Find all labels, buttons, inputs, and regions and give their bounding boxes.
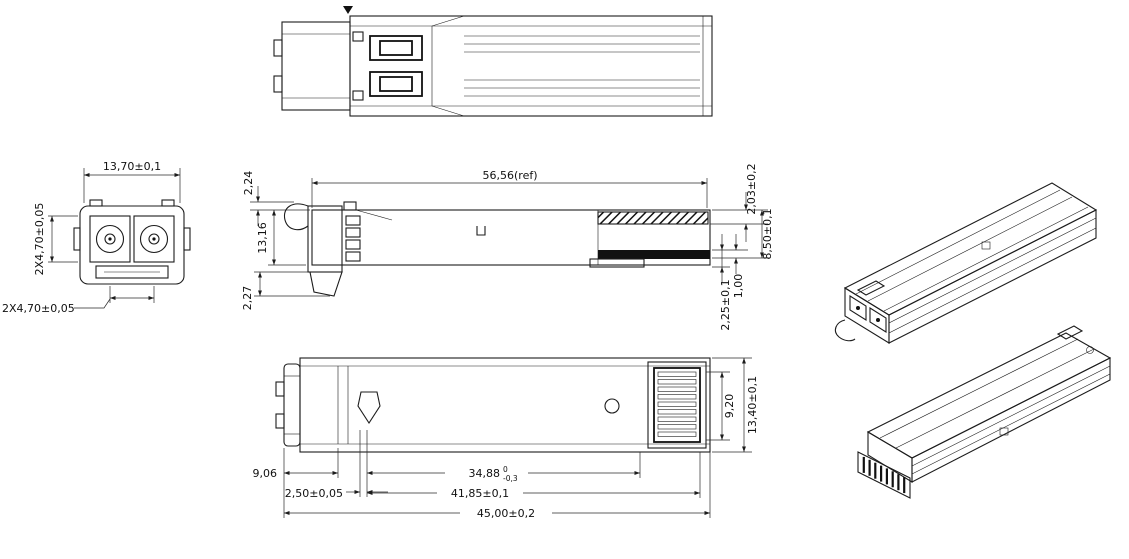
dim-bottom-body-width: 13,40±0,1: [746, 376, 759, 434]
dim-overall-length: 45,00±0,2: [477, 507, 535, 520]
dim-bail-offset: 2,24: [242, 171, 255, 196]
iso-view-rear: [857, 325, 1112, 499]
dim-card-edge-tol-lower: -0,3: [503, 474, 518, 483]
bottom-view-dimensions: 9,06 2,50±0,05 34,88 0 -0,3 41,85±0,1 45…: [253, 357, 759, 520]
label-hatch-area: [597, 211, 709, 225]
dim-latch-depth: 2,27: [241, 286, 254, 311]
dim-latch-offset: 2,50±0,05: [285, 487, 343, 500]
latch-feature: [357, 391, 381, 425]
orientation-mark-icon: [981, 241, 991, 250]
dim-label-recess: 2,03±0,2: [745, 163, 758, 214]
dim-front-pitch-horizontal: 2X4,70±0,05: [2, 302, 75, 315]
dim-front-width: 13,70±0,1: [103, 160, 161, 173]
front-view-dimensions: 13,70±0,1 2X4,70±0,05 2X4,70±0,05: [2, 160, 181, 315]
iso-front-lc-ports: [849, 295, 887, 333]
top-view: [273, 6, 713, 117]
dim-overall-length-ref: 56,56(ref): [483, 169, 538, 182]
top-view-port-windows: [369, 35, 423, 97]
datum-arrow-icon: [343, 6, 353, 14]
side-view-dimensions: 56,56(ref) 2,24 13,16 2,27 2,03±0,2 8,50…: [241, 163, 774, 330]
dim-card-edge-length: 34,88: [469, 467, 501, 480]
dim-body-length: 41,85±0,1: [451, 487, 509, 500]
bottom-view: [275, 357, 711, 453]
side-view: [283, 201, 711, 297]
dim-shell-height: 8,50±0,1: [761, 208, 774, 259]
iso-view-front: [834, 182, 1098, 344]
dim-tab-height: 2,25±0,1: [719, 279, 732, 330]
iso-gold-fingers: [857, 451, 911, 499]
front-view: [73, 199, 191, 285]
dim-pad-height: 1,00: [732, 274, 745, 299]
orientation-mark-icon: [999, 427, 1009, 436]
dim-body-height: 13,16: [256, 222, 269, 254]
orientation-mark-icon: [476, 226, 486, 236]
dim-front-pitch-vertical: 2X4,70±0,05: [33, 203, 46, 276]
dim-connector-width: 9,20: [723, 394, 736, 419]
bail-latch: [834, 319, 856, 342]
dim-nose-length: 9,06: [253, 467, 278, 480]
edge-connector: [647, 361, 707, 449]
dim-card-edge-tol-upper: 0: [503, 465, 508, 474]
